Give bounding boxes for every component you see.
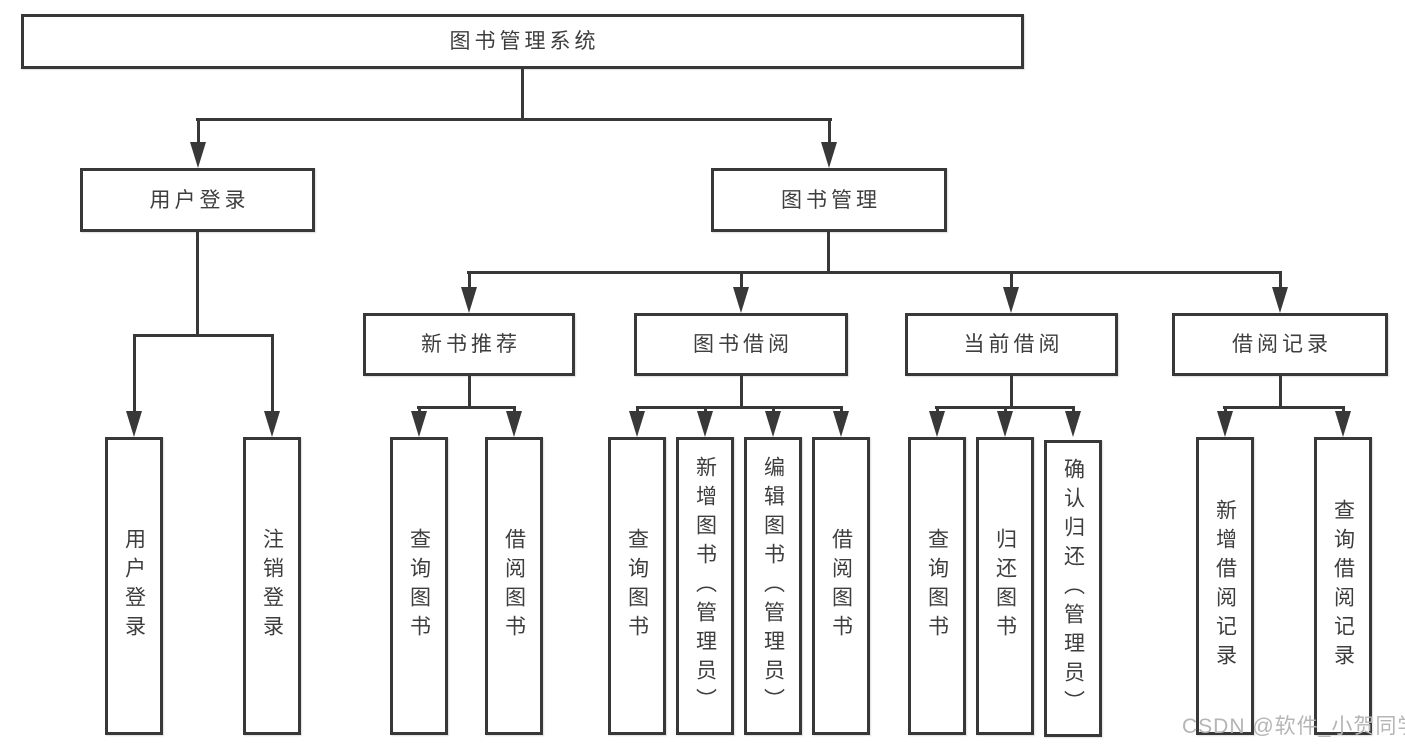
down-arrow-icon (629, 406, 645, 437)
node-label: 用户登录 (149, 188, 250, 212)
leaf-record-query-borrow-record: 查询借阅记录 (1314, 437, 1372, 735)
leaf-new-book-borrow-books: 借阅图书 (485, 437, 543, 735)
node-label: 借阅记录 (1232, 333, 1332, 356)
leaf-current-borrow-return-books: 归还图书 (976, 437, 1034, 735)
connector-level3-rail (467, 271, 1282, 274)
node-book-management: 图书管理 (711, 168, 947, 232)
down-arrow-icon (461, 271, 477, 313)
node-label: 当前借阅 (963, 333, 1064, 356)
down-arrow-icon (126, 334, 142, 437)
leaf-book-borrow-query-books: 查询图书 (608, 437, 666, 735)
connector-borrow-record-stem (1279, 376, 1282, 406)
leaf-label: 查询图书 (625, 528, 649, 644)
leaf-label: 查询借阅记录 (1331, 499, 1355, 673)
node-label: 新书推荐 (421, 333, 521, 356)
node-user-login: 用户登录 (80, 168, 315, 232)
down-arrow-icon (506, 406, 522, 437)
leaf-logout: 注销登录 (243, 437, 301, 735)
leaf-label: 编辑图书（管理员） (761, 455, 785, 717)
leaf-label: 查询图书 (925, 528, 949, 644)
leaf-label: 借阅图书 (829, 528, 853, 644)
down-arrow-icon (1217, 406, 1233, 437)
down-arrow-icon (765, 406, 781, 437)
down-arrow-icon (190, 118, 206, 168)
leaf-label: 新增借阅记录 (1213, 499, 1237, 673)
connector-book-management-stem (827, 232, 830, 272)
leaf-label: 注销登录 (260, 528, 284, 644)
node-borrow-record: 借阅记录 (1172, 313, 1388, 376)
connector-book-borrow-rail (636, 406, 843, 409)
leaf-record-add-borrow-record: 新增借阅记录 (1196, 437, 1254, 735)
node-book-borrow: 图书借阅 (634, 313, 848, 376)
connector-root-stem (521, 69, 524, 118)
leaf-label: 新增图书（管理员） (693, 455, 717, 717)
leaf-label: 查询图书 (407, 528, 431, 644)
leaf-book-borrow-borrow-books: 借阅图书 (812, 437, 870, 735)
down-arrow-icon (733, 271, 749, 313)
node-label: 图书借阅 (693, 333, 793, 356)
down-arrow-icon (411, 406, 427, 437)
connector-new-book-rail (417, 406, 516, 409)
node-label: 图书管理 (781, 188, 881, 212)
leaf-new-book-query-books: 查询图书 (390, 437, 448, 735)
connector-user-login-stem (196, 232, 199, 334)
down-arrow-icon (929, 406, 945, 437)
down-arrow-icon (1065, 406, 1081, 437)
down-arrow-icon (264, 334, 280, 437)
node-new-book-recommend: 新书推荐 (363, 313, 575, 376)
node-current-borrow: 当前借阅 (905, 313, 1118, 376)
connector-borrow-record-rail (1223, 406, 1345, 409)
node-label: 图书管理系统 (449, 30, 600, 53)
down-arrow-icon (1272, 271, 1288, 313)
down-arrow-icon (833, 406, 849, 437)
down-arrow-icon (821, 118, 837, 168)
node-library-management-system: 图书管理系统 (21, 14, 1024, 69)
leaf-current-borrow-confirm-return-admin: 确认归还（管理员） (1044, 440, 1102, 737)
down-arrow-icon (1003, 271, 1019, 313)
leaf-book-borrow-edit-books-admin: 编辑图书（管理员） (744, 437, 802, 735)
down-arrow-icon (697, 406, 713, 437)
connector-book-borrow-stem (740, 376, 743, 406)
connector-current-borrow-stem (1010, 376, 1013, 406)
down-arrow-icon (1335, 406, 1351, 437)
leaf-user-login: 用户登录 (105, 437, 163, 735)
leaf-current-borrow-query-books: 查询图书 (908, 437, 966, 735)
leaf-label: 归还图书 (993, 528, 1017, 644)
connector-new-book-stem (468, 376, 471, 406)
connector-level2-rail (196, 118, 832, 121)
down-arrow-icon (997, 406, 1013, 437)
leaf-label: 借阅图书 (502, 528, 526, 644)
leaf-label: 确认归还（管理员） (1061, 458, 1085, 719)
leaf-book-borrow-add-books-admin: 新增图书（管理员） (676, 437, 734, 735)
connector-user-login-rail (133, 334, 274, 337)
csdn-watermark: CSDN @软件_小贺同学 (1182, 715, 1405, 738)
leaf-label: 用户登录 (122, 528, 146, 644)
